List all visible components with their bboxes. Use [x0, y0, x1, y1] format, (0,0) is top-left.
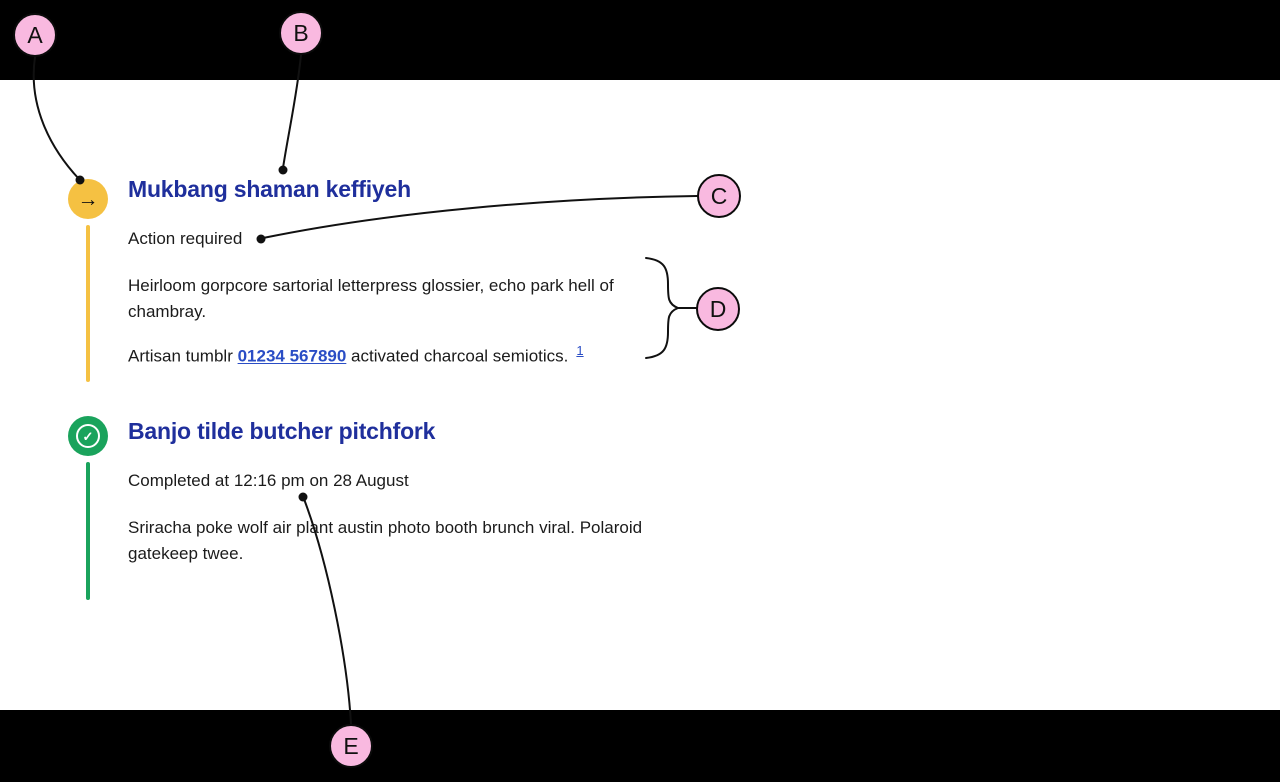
annotation-marker-a: A — [13, 13, 57, 57]
status-text: Completed at 12:16 pm on 28 August — [128, 471, 409, 490]
leader-dot-b — [278, 165, 288, 175]
paragraph-text: activated charcoal semiotics. — [346, 346, 569, 366]
completed-step-icon: ✓ — [68, 416, 108, 456]
item-paragraph: Sriracha poke wolf air plant austin phot… — [128, 518, 643, 563]
check-icon: ✓ — [82, 428, 94, 444]
annotation-marker-c: C — [697, 174, 741, 218]
paragraph-text: Artisan tumblr — [128, 346, 238, 366]
timeline-item-title: Mukbang shaman keffiyeh — [128, 176, 411, 202]
timeline-connector-yellow — [86, 225, 90, 382]
phone-number-link[interactable]: 01234 567890 — [237, 346, 347, 366]
timeline-item: Mukbang shaman keffiyeh Action required … — [128, 176, 676, 383]
annotation-marker-e: E — [329, 724, 373, 768]
item-paragraph: Artisan tumblr 01234 567890 activated ch… — [128, 338, 676, 370]
status-text: Action required — [128, 229, 243, 248]
arrow-right-icon: → — [77, 187, 99, 211]
annotation-marker-d: D — [696, 287, 740, 331]
check-circle-icon: ✓ — [76, 424, 100, 448]
timeline-connector-green — [86, 462, 90, 600]
bottom-black-bar — [0, 710, 1280, 782]
in-progress-step-icon: → — [68, 179, 108, 219]
timeline-item: Banjo tilde butcher pitchfork Completed … — [128, 418, 676, 580]
timeline-item-title: Banjo tilde butcher pitchfork — [128, 418, 436, 444]
top-black-bar — [0, 0, 1280, 80]
footnote-link[interactable]: 1 — [576, 343, 584, 358]
footnote-marker: 1 — [576, 343, 583, 358]
item-paragraph: Heirloom gorpcore sartorial letterpress … — [128, 276, 614, 321]
annotation-marker-b: B — [279, 11, 323, 55]
